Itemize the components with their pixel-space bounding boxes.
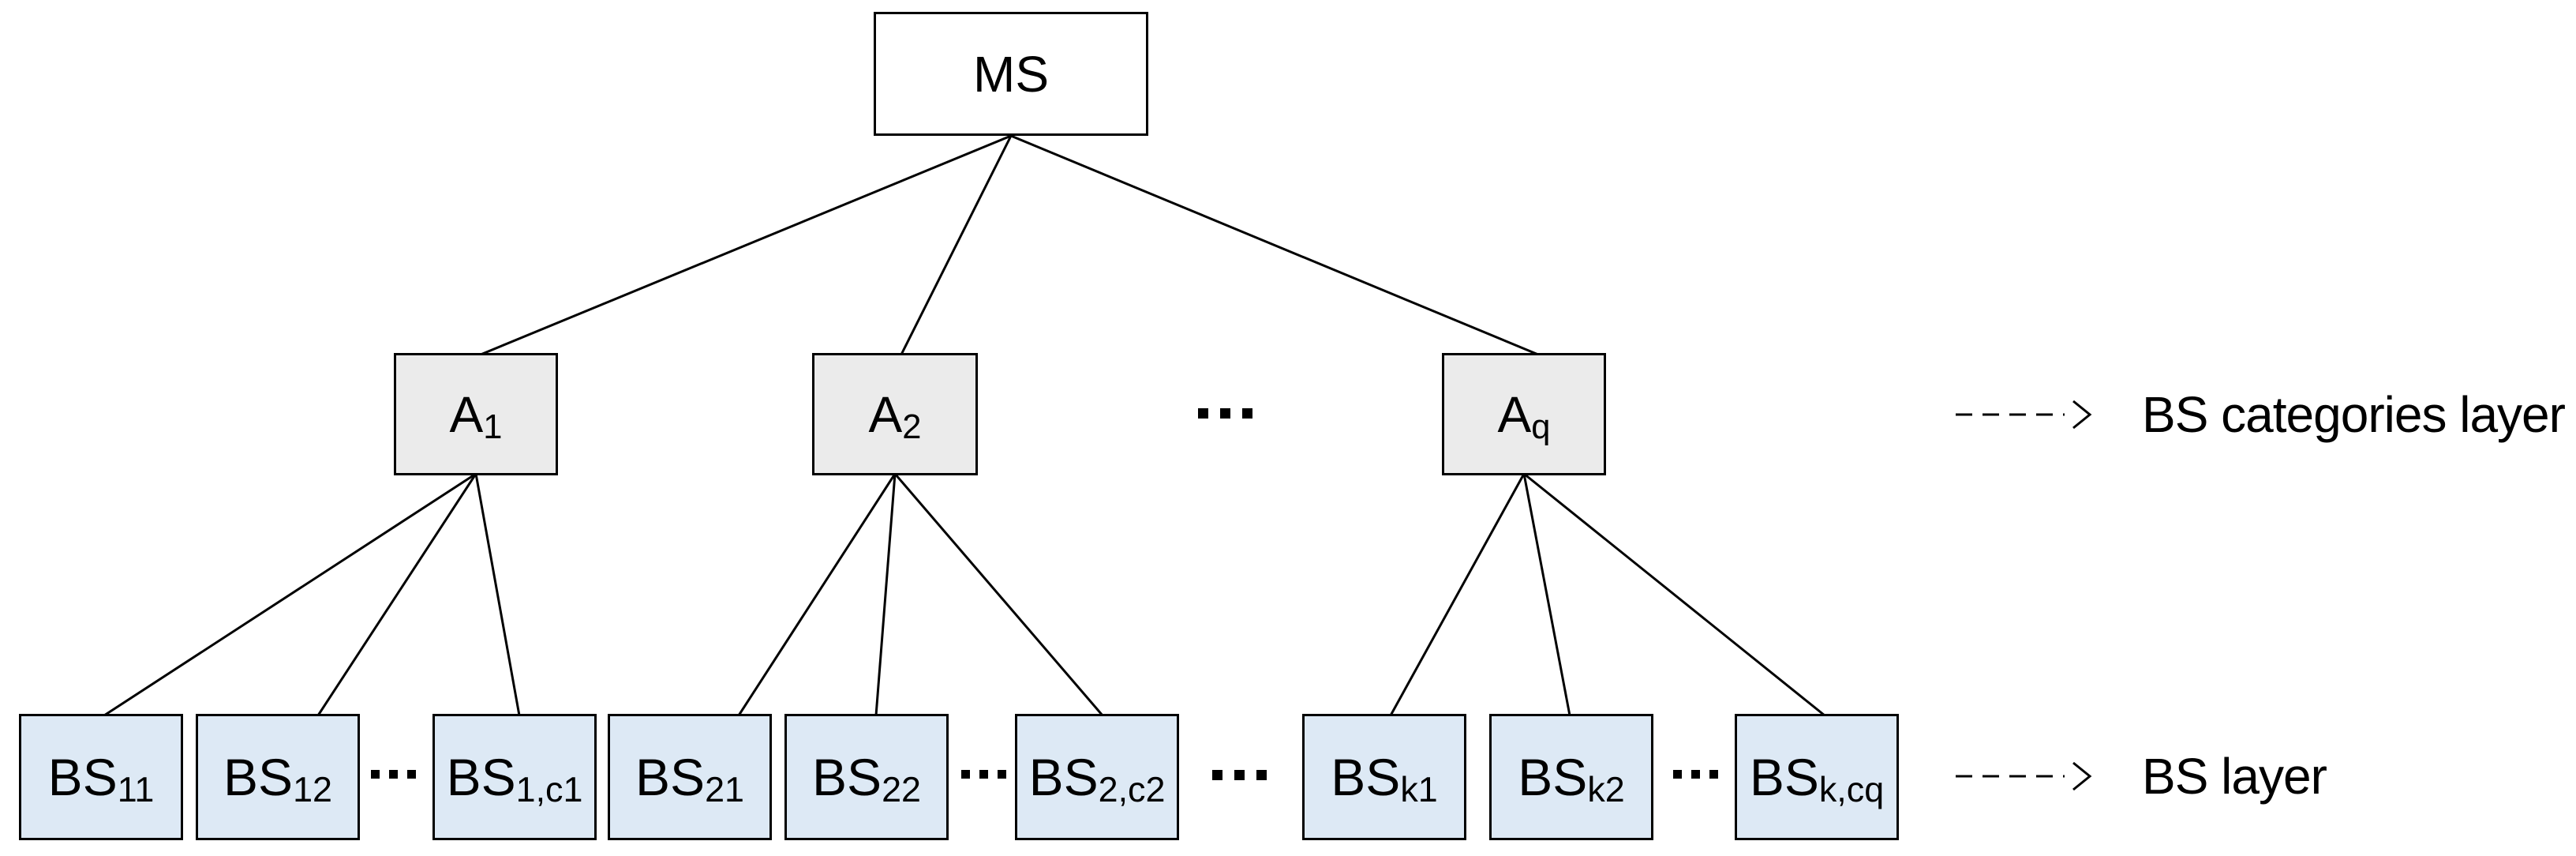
category1-to-bs-lines xyxy=(103,472,521,717)
legend-label-bs-layer: BS layer xyxy=(2142,748,2327,805)
node-ms: MS xyxy=(874,12,1148,136)
categoryq-to-bs-lines xyxy=(1389,472,1825,717)
ellipsis-bs-group1 xyxy=(371,770,416,779)
ellipsis-groups xyxy=(1212,770,1267,780)
ellipsis-bs-group3 xyxy=(1673,770,1718,779)
category2-to-bs-lines xyxy=(737,473,1104,716)
legend-arrow-categories-icon xyxy=(1956,400,2092,430)
legend-arrow-bs-icon xyxy=(1956,761,2092,791)
ellipsis-categories xyxy=(1198,408,1252,419)
ellipsis-bs-group2 xyxy=(961,770,1006,779)
node-ms-label: MS xyxy=(973,45,1049,103)
root-to-category-lines xyxy=(480,134,1539,356)
legend-label-bs-categories-layer: BS categories layer xyxy=(2142,386,2566,443)
